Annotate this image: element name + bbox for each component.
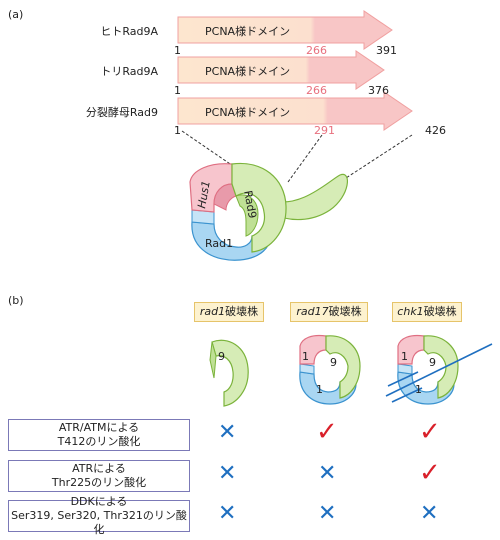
mid-num-chicken: 266 (306, 84, 327, 97)
result-mark: ✕ (318, 461, 337, 486)
strain-header-rad17: rad17破壊株 (290, 302, 368, 322)
domain-arrow-fission-yeast (177, 91, 413, 131)
row-2-line2: Thr225のリン酸化 (51, 476, 147, 489)
strain-suffix-chk1: 破壊株 (423, 305, 457, 318)
clamp-ring-a (189, 162, 348, 261)
domain-arrow-human (177, 10, 393, 50)
strain-gene-rad1: rad1 (199, 305, 226, 318)
domain-label-chicken: PCNA様ドメイン (205, 65, 291, 78)
result-mark: ✕ (218, 420, 237, 445)
ring-number-1-chk1-top: 1 (401, 350, 408, 363)
domain-label-human: PCNA様ドメイン (205, 25, 291, 38)
strain-header-rad1: rad1破壊株 (194, 302, 264, 322)
start-num-chicken: 1 (174, 84, 181, 97)
mid-num-fission-yeast: 291 (314, 124, 335, 137)
ring-rad17-strain (299, 334, 361, 405)
ring-number-9-rad17: 9 (330, 356, 337, 369)
result-mark: ✕ (318, 501, 337, 526)
ring-number-1-rad17-bottom: 1 (316, 383, 323, 396)
species-label-fission-yeast: 分裂酵母Rad9 (85, 106, 158, 119)
ring-rad1-strain (209, 339, 249, 407)
panel-a-label: (a) (8, 8, 24, 21)
result-mark: ✕ (218, 501, 237, 526)
end-num-fission-yeast: 426 (425, 124, 446, 137)
strain-gene-chk1: chk1 (397, 305, 424, 318)
result-mark: ✓ (419, 458, 441, 488)
end-num-chicken: 376 (368, 84, 389, 97)
ring-number-9-rad1: 9 (218, 350, 225, 363)
start-num-human: 1 (174, 44, 181, 57)
row-label-box-2: ATRによる Thr225のリン酸化 (8, 460, 190, 492)
ring-number-1-rad17-top: 1 (302, 350, 309, 363)
strain-suffix-rad17: 破壊株 (328, 305, 362, 318)
row-3-line2: Ser319, Ser320, Thr321のリン酸化 (11, 509, 187, 536)
row-3-line1: DDKによる (70, 495, 128, 508)
result-mark: ✓ (316, 417, 338, 447)
end-num-human: 391 (376, 44, 397, 57)
row-1-line1: ATR/ATMによる (58, 421, 140, 434)
ring-number-1-chk1-bottom: 1 (415, 383, 422, 396)
domain-label-fission-yeast: PCNA様ドメイン (205, 106, 291, 119)
panel-b-label: (b) (8, 294, 24, 307)
strain-header-chk1: chk1破壊株 (392, 302, 462, 322)
strain-suffix-rad1: 破壊株 (225, 305, 259, 318)
result-mark: ✕ (420, 501, 439, 526)
row-1-line2: T412のリン酸化 (57, 435, 141, 448)
species-label-chicken: トリRad9A (100, 65, 158, 78)
row-2-line1: ATRによる (72, 462, 126, 475)
row-label-box-3: DDKによる Ser319, Ser320, Thr321のリン酸化 (8, 495, 190, 536)
result-mark: ✓ (419, 417, 441, 447)
ring-chk1-strain (385, 334, 493, 405)
species-label-human: ヒトRad9A (100, 25, 158, 38)
mid-num-human: 266 (306, 44, 327, 57)
strain-gene-rad17: rad17 (296, 305, 329, 318)
domain-arrow-chicken (177, 50, 385, 90)
start-num-fission-yeast: 1 (174, 124, 181, 137)
row-label-box-1: ATR/ATMによる T412のリン酸化 (8, 419, 190, 451)
ring-number-9-chk1: 9 (429, 356, 436, 369)
result-mark: ✕ (218, 461, 237, 486)
ring-label-rad1: Rad1 (205, 237, 234, 250)
